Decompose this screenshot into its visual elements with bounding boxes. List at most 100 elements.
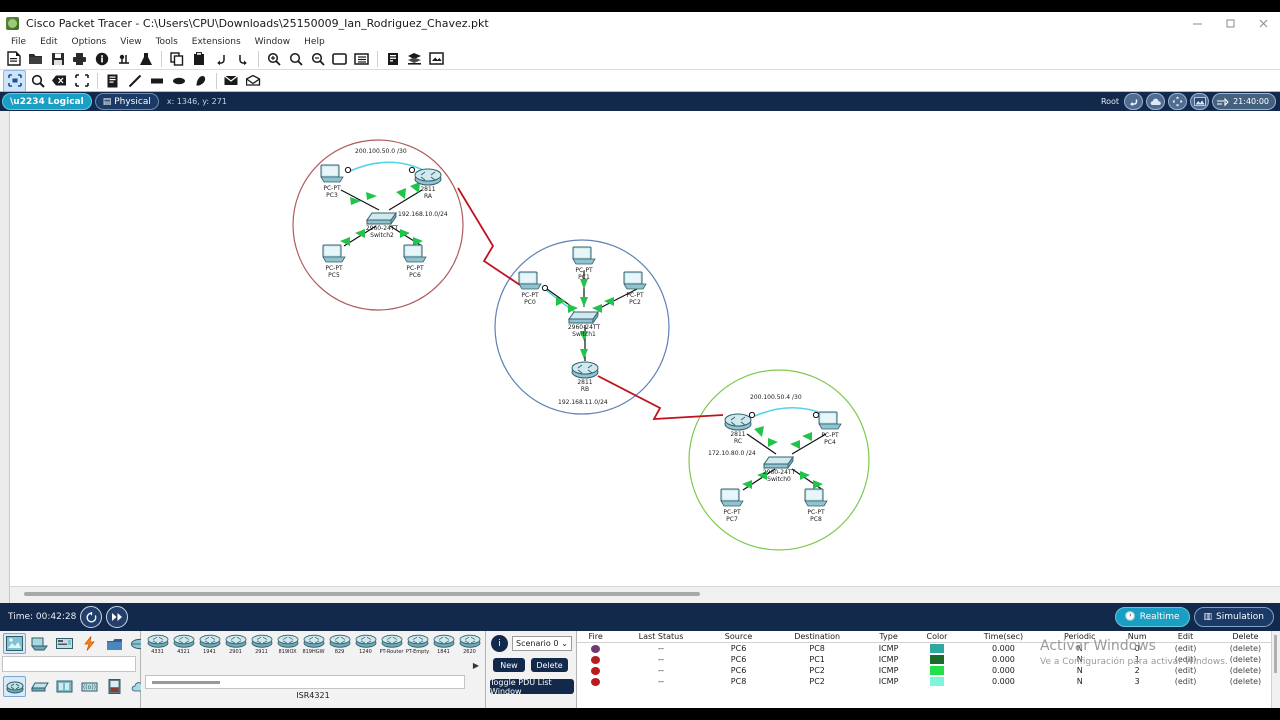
add-complex-pdu-icon[interactable] [243,71,264,91]
connections-icon[interactable] [78,633,101,654]
pdu-scrollbar-thumb[interactable] [1274,635,1277,673]
note-tool-icon[interactable] [102,71,123,91]
model-819iox[interactable]: 819IOX [275,633,300,660]
device-list-icon[interactable] [382,49,403,69]
add-simple-pdu-icon[interactable] [221,71,242,91]
delete-link[interactable]: (delete) [1229,644,1262,653]
edit-link[interactable]: (edit) [1174,677,1197,686]
menu-item-extensions[interactable]: Extensions [191,36,241,47]
logical-view-tab[interactable]: \u2234 Logical [2,93,92,110]
components-icon[interactable] [53,633,76,654]
select-tool-icon[interactable] [3,69,26,92]
redo-icon[interactable] [232,49,253,69]
network-stack-icon[interactable] [404,49,425,69]
palette-window-icon[interactable] [329,49,350,69]
simulation-mode-button[interactable]: ▥ Simulation [1193,607,1274,627]
zoom-out-icon[interactable] [307,49,328,69]
physical-view-tab[interactable]: ▤ Physical [94,93,159,110]
delete-tool-icon[interactable] [49,71,70,91]
undo-icon[interactable] [210,49,231,69]
menu-item-options[interactable]: Options [71,36,107,47]
draw-line-icon[interactable] [124,71,145,91]
routers-icon[interactable] [3,676,26,697]
pdu-vertical-scrollbar[interactable] [1271,631,1280,708]
draw-freeform-icon[interactable] [190,71,211,91]
menu-item-view[interactable]: View [120,36,142,47]
delete-link[interactable]: (delete) [1229,655,1262,664]
security-icon[interactable] [103,676,126,697]
model-4321[interactable]: 4321 [171,633,196,660]
fire-button[interactable] [577,665,614,676]
scrollbar-thumb[interactable] [24,592,700,596]
model-829[interactable]: 829 [327,633,352,660]
model-1941[interactable]: 1941 [197,633,222,660]
model-pt-router[interactable]: PT-Router [379,633,404,660]
delete-link[interactable]: (delete) [1229,677,1262,686]
switches-icon[interactable] [28,676,51,697]
zoom-in-icon[interactable] [263,49,284,69]
wireless-devices-icon[interactable]: ((o)) [78,676,101,697]
toggle-pdu-list-window-button[interactable]: Toggle PDU List Window [490,678,574,696]
simulation-clock[interactable]: 21:40:00 [1212,93,1276,110]
save-file-icon[interactable] [47,49,68,69]
menu-item-file[interactable]: File [11,36,27,47]
model-pt-empty[interactable]: PT-Empty [405,633,430,660]
set-tiled-background-icon[interactable] [1190,93,1210,110]
network-devices-icon[interactable] [3,633,26,654]
model-list-scrollbar[interactable] [145,675,465,689]
paste-icon[interactable] [188,49,209,69]
model-scrollbar-thumb[interactable] [152,681,220,684]
fire-button[interactable] [577,654,614,665]
model-1240[interactable]: 1240 [353,633,378,660]
realtime-mode-button[interactable]: 🕐 Realtime [1114,607,1190,627]
new-scenario-button[interactable]: New [493,658,525,672]
root-breadcrumb[interactable]: Root [1100,97,1120,106]
lab-flask-icon[interactable] [135,49,156,69]
table-row[interactable]: -- PC6 PC8 ICMP 0.000 N 0 (edit) (delete… [577,643,1280,655]
workspace-horizontal-scrollbar[interactable] [10,586,1280,603]
print-icon[interactable] [69,49,90,69]
fire-button[interactable] [577,676,614,687]
inspect-tool-icon[interactable] [27,71,48,91]
viewport-icon[interactable] [426,49,447,69]
back-navigation-icon[interactable] [1124,93,1144,110]
new-file-icon[interactable] [3,49,24,69]
device-search-field[interactable] [2,656,136,672]
hubs-icon[interactable] [53,676,76,697]
activity-wizard-icon[interactable] [91,49,112,69]
model-list-scroll-right-icon[interactable]: ▶ [472,660,480,670]
table-row[interactable]: -- PC6 PC2 ICMP 0.000 N 2 (edit) (delete… [577,665,1280,676]
zoom-reset-icon[interactable] [285,49,306,69]
draw-rectangle-icon[interactable] [146,71,167,91]
table-row[interactable]: -- PC8 PC2 ICMP 0.000 N 3 (edit) (delete… [577,676,1280,687]
menu-item-tools[interactable]: Tools [155,36,178,47]
fire-button[interactable] [577,643,614,655]
power-cycle-devices-icon[interactable] [80,606,103,628]
menu-item-help[interactable]: Help [304,36,325,47]
delete-link[interactable]: (delete) [1229,666,1262,675]
close-button[interactable] [1247,12,1280,35]
edit-link[interactable]: (edit) [1174,644,1197,653]
copy-icon[interactable] [166,49,187,69]
model-4331[interactable]: 4331 [145,633,170,660]
delete-scenario-button[interactable]: Delete [531,658,568,672]
new-cluster-icon[interactable] [1146,93,1166,110]
menu-item-window[interactable]: Window [254,36,291,47]
model-2620[interactable]: 2620 [457,633,482,660]
model-2901[interactable]: 2901 [223,633,248,660]
scenario-dropdown[interactable]: Scenario 0 ⌄ [512,636,572,651]
network-info-icon[interactable] [113,49,134,69]
model-1841[interactable]: 1841 [431,633,456,660]
